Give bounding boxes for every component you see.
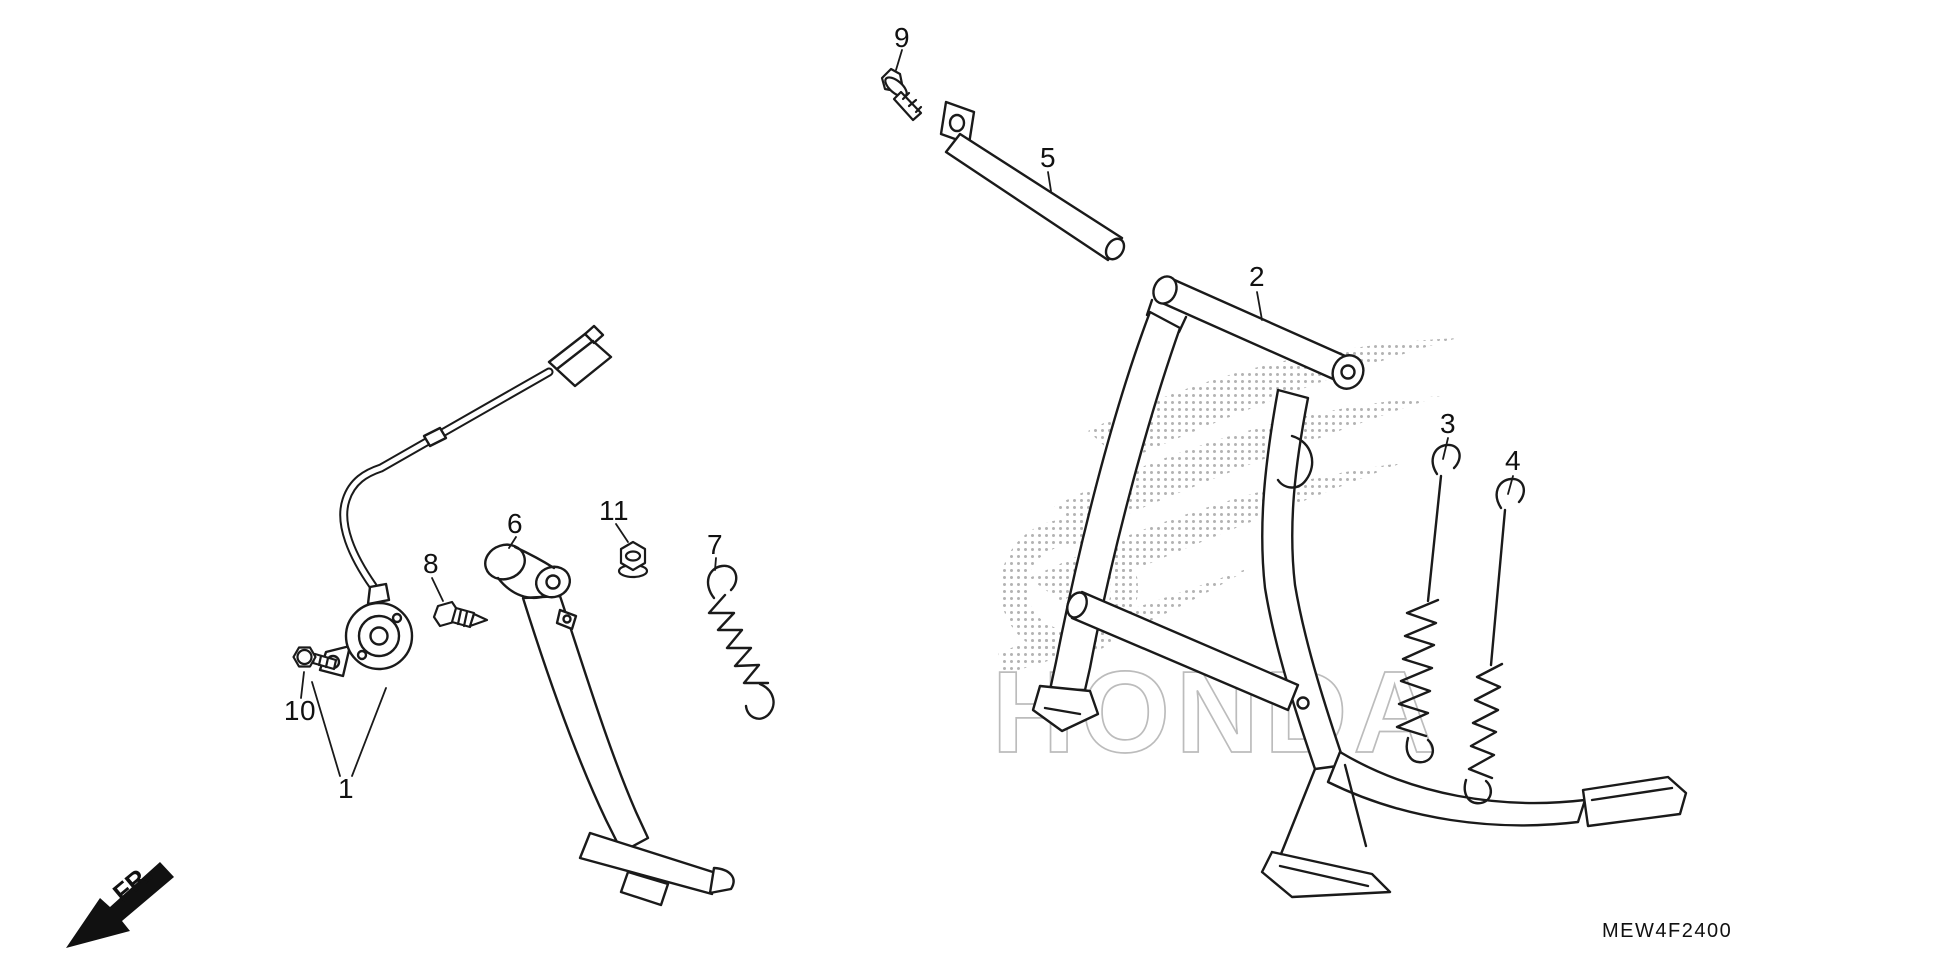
- bolt-8-tip: [468, 612, 489, 628]
- bolt-9-threads: [901, 91, 923, 114]
- leader-6: [508, 536, 517, 549]
- fr-arrow-shape: [66, 862, 174, 948]
- bolt-10-head-face: [296, 648, 313, 666]
- switch-boot: [366, 582, 391, 606]
- side-stand-foot-tip: [708, 866, 735, 895]
- leader-8: [431, 577, 444, 602]
- leader-10: [300, 671, 305, 699]
- leader-4: [1507, 475, 1514, 495]
- leader-2: [1256, 291, 1263, 321]
- leader-lines: [300, 49, 1514, 777]
- side-stand-leg: [521, 594, 650, 854]
- spring-3-bottom-hook: [1405, 736, 1435, 764]
- side-stand-pivot-bridge: [496, 545, 556, 600]
- part-label-7: 7: [706, 529, 724, 560]
- part-label-6: 6: [506, 508, 524, 539]
- pin-rod: [944, 132, 1124, 262]
- wing-feather-top: [1088, 338, 1458, 462]
- bolt-8-threads: [456, 608, 469, 628]
- leader-7: [714, 557, 717, 571]
- spring-3-shank: [1426, 474, 1443, 603]
- part-label-11: 11: [598, 495, 630, 526]
- stand-spring-4: [1463, 477, 1526, 805]
- cross-tube-cap: [1066, 591, 1088, 619]
- leader-11: [615, 523, 629, 543]
- crossbar-left-cap: [1152, 275, 1178, 305]
- side-stand-spring-7: [706, 564, 775, 720]
- spring-4-bottom-hook: [1463, 778, 1493, 805]
- stand-spring-3: [1395, 443, 1461, 764]
- switch-body-center: [369, 626, 389, 646]
- leader-3: [1442, 437, 1449, 460]
- switch-screw-left: [356, 649, 368, 661]
- leader-5: [1047, 171, 1052, 192]
- spring-4-shank: [1489, 508, 1507, 667]
- spring-3-coil: [1395, 598, 1440, 738]
- pin-tab-hole: [948, 113, 966, 133]
- part-label-5: 5: [1039, 142, 1057, 173]
- center-stand-left-foot: [1031, 684, 1100, 733]
- spring-tab-hole: [562, 614, 572, 624]
- crossbar-pivot-hole: [1340, 364, 1356, 380]
- part-label-10: 10: [283, 695, 317, 726]
- spring-7-coil: [707, 593, 770, 685]
- side-stand-pivot-boss: [484, 543, 526, 581]
- fr-direction-arrow: [66, 862, 174, 948]
- center-stand-crossbar: [1158, 276, 1354, 385]
- center-stand-detail-lines: [1043, 298, 1674, 888]
- center-stand: [1031, 275, 1688, 899]
- spring-4-coil: [1467, 662, 1504, 780]
- flange-bolt-9: [880, 67, 923, 122]
- part-label-1: 1: [337, 773, 355, 804]
- nut-11-bore: [624, 550, 642, 562]
- bolt-10-threads: [317, 654, 330, 669]
- side-stand-foot: [578, 831, 718, 896]
- side-stand-kick-tab: [619, 870, 670, 907]
- leader-1: [311, 681, 387, 777]
- side-stand: [484, 543, 735, 907]
- side-stand-pivot-hole: [545, 574, 561, 590]
- spring-7-bottom-hook: [744, 682, 775, 720]
- bolt-8: [432, 600, 489, 629]
- switch-screw-right: [391, 612, 403, 624]
- part-label-2: 2: [1248, 261, 1266, 292]
- nut-11: [617, 540, 649, 579]
- spring-4-top-hook: [1495, 477, 1526, 510]
- part-label-9: 9: [893, 22, 911, 53]
- leader-9: [895, 49, 903, 71]
- bolt-9-shaft: [892, 90, 923, 122]
- center-stand-right-foot: [1260, 850, 1392, 899]
- cable-clip: [422, 426, 448, 448]
- connector-face-line: [555, 339, 595, 371]
- pin-rod-end: [1104, 237, 1126, 261]
- part-label-4: 4: [1504, 445, 1522, 476]
- center-stand-pedal: [1581, 775, 1688, 828]
- spring-7-top-hook: [706, 564, 738, 600]
- diagram-code: MEW4F2400: [1602, 920, 1733, 942]
- bolt-10: [292, 646, 338, 671]
- side-stand-switch: [318, 324, 613, 678]
- cable-connector: [547, 332, 613, 388]
- connector-latch: [583, 324, 605, 345]
- switch-cable-core: [341, 369, 552, 589]
- part-label-3: 3: [1439, 408, 1457, 439]
- part-label-8: 8: [422, 548, 440, 579]
- wing-feather-mid: [1054, 396, 1440, 532]
- pivot-pin-5: [939, 100, 1126, 262]
- center-stand-pedal-arm: [1326, 750, 1587, 827]
- spring-anchor-pin: [1296, 696, 1310, 710]
